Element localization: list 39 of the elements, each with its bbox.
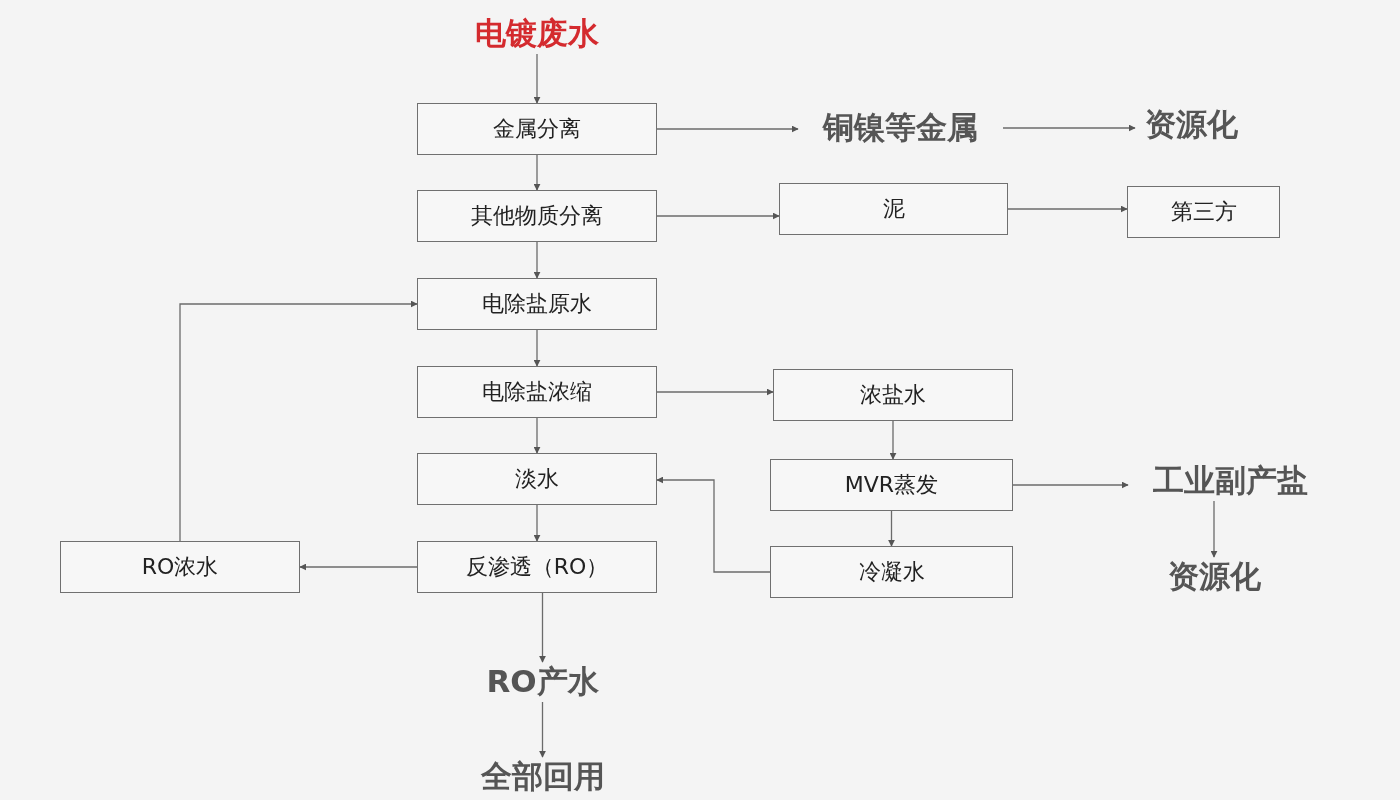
arrow [656, 476, 771, 573]
process-box: 反渗透（RO） [417, 541, 657, 593]
process-box: 其他物质分离 [417, 190, 657, 242]
process-box: MVR蒸发 [770, 459, 1013, 511]
arrow [656, 212, 780, 220]
process-box: 电除盐浓缩 [417, 366, 657, 418]
arrow [656, 388, 774, 396]
output-label: 工业副产盐 [1128, 461, 1332, 501]
arrow [533, 417, 541, 454]
process-box: 金属分离 [417, 103, 657, 155]
output-label: 全部回用 [470, 757, 615, 797]
process-box: 冷凝水 [770, 546, 1013, 598]
arrow [533, 329, 541, 367]
arrow [533, 504, 541, 542]
arrow [1007, 205, 1128, 213]
process-box: 淡水 [417, 453, 657, 505]
arrow [299, 563, 418, 571]
output-label: 资源化 [1158, 557, 1270, 597]
arrow [1210, 500, 1218, 558]
arrow [1002, 124, 1136, 132]
arrow [539, 592, 546, 663]
arrow [539, 701, 546, 758]
arrow [1012, 481, 1129, 489]
process-box: 电除盐原水 [417, 278, 657, 330]
arrow [533, 154, 541, 191]
output-label: RO产水 [470, 662, 615, 702]
arrow [179, 300, 418, 542]
source-label: 电镀废水 [462, 14, 612, 54]
arrow [889, 420, 897, 460]
process-box: 泥 [779, 183, 1008, 235]
arrow [533, 53, 541, 104]
process-box: 浓盐水 [773, 369, 1013, 421]
arrow [533, 241, 541, 279]
output-label: 资源化 [1135, 105, 1247, 145]
arrow [888, 510, 895, 547]
arrow [656, 125, 799, 133]
output-label: 铜镍等金属 [798, 108, 1003, 148]
process-box: 第三方 [1127, 186, 1280, 238]
process-box: RO浓水 [60, 541, 300, 593]
